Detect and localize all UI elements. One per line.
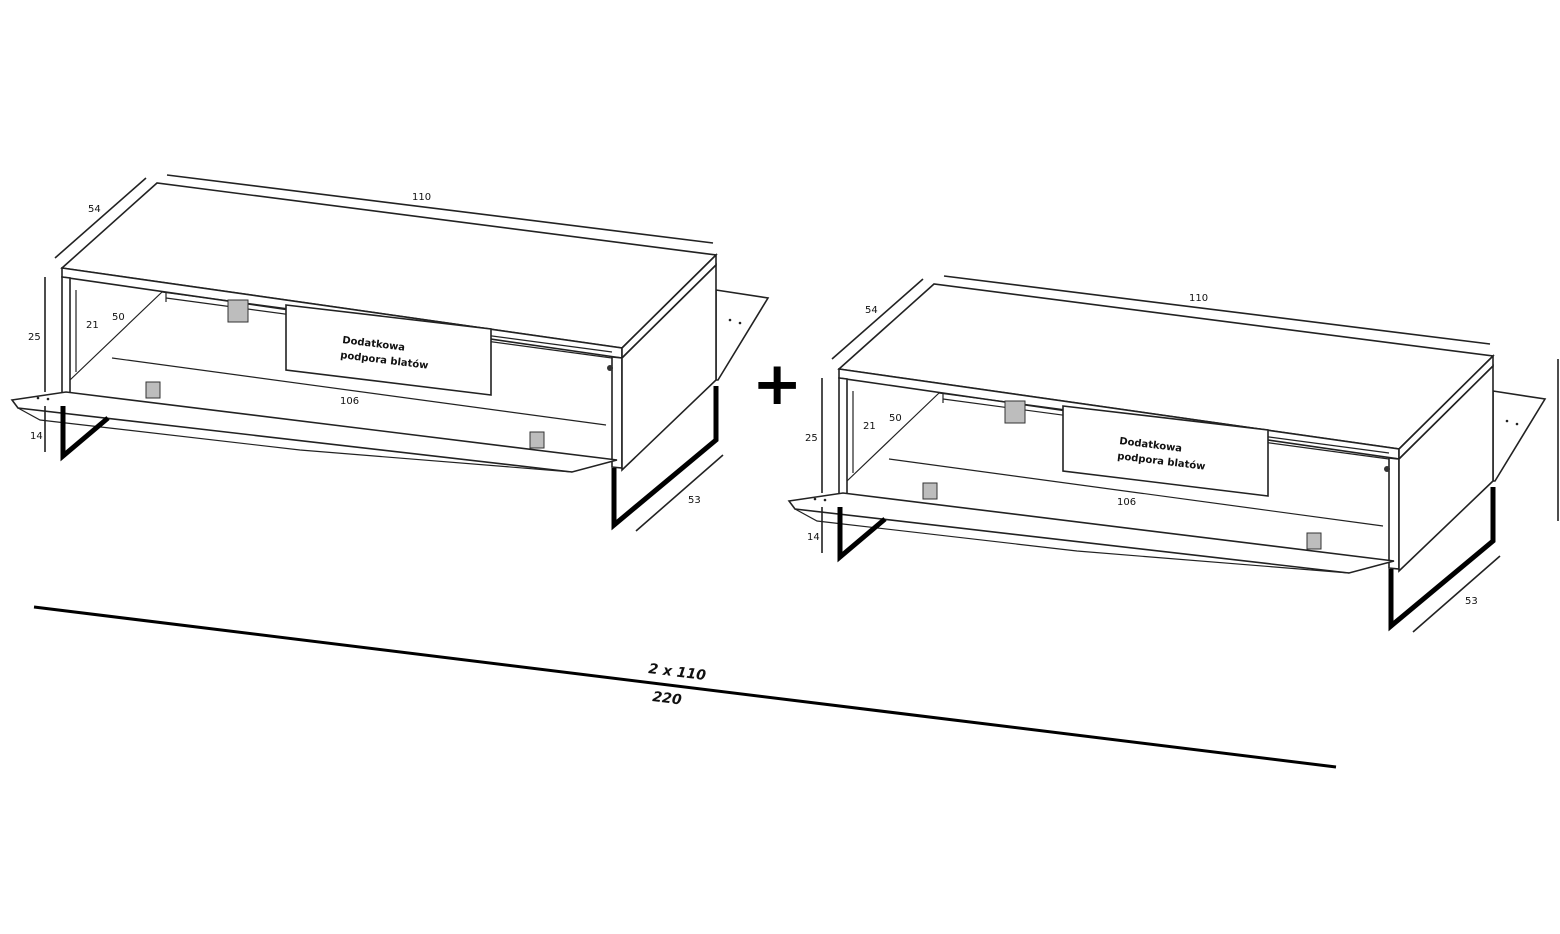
- cabinet-2-flap: [787, 492, 1395, 574]
- cabinet-2-leg-height-label: 14: [807, 532, 820, 543]
- total-width-dim-line: [33, 605, 1337, 769]
- cabinet-1-inner-height-label: 21: [86, 320, 99, 331]
- cabinet-1-hinge-right: [529, 431, 545, 449]
- cabinet-1-width-dim-line: [166, 174, 714, 244]
- cabinet-1-width-label: 110: [412, 192, 431, 203]
- cabinet-2-inner-height-label: 21: [863, 421, 876, 432]
- cabinet-1-left-panel: [61, 276, 71, 401]
- cabinet-1-hinge-top: [227, 299, 249, 323]
- cabinet-1-leg-depth-label: 53: [688, 495, 701, 506]
- cabinet-2-depth-label: 54: [865, 305, 878, 316]
- cabinet-2: Dodatkowa podpora blatów 110 54 25 21 50…: [787, 275, 1559, 633]
- cabinet-1-inner-depth-label: 50: [112, 312, 125, 323]
- cabinet-2-inner-depth-label: 50: [889, 413, 902, 424]
- cabinet-1-hinge-left: [145, 381, 161, 399]
- cabinet-2-side-panel: [1398, 364, 1494, 573]
- cabinet-2-left-panel: [838, 377, 848, 502]
- cabinet-1-leg-left: [60, 406, 110, 462]
- cabinet-1-flap: [10, 391, 618, 473]
- cabinet-2-depth-dim-line: [831, 278, 924, 360]
- cabinet-2-leg-right: [1388, 487, 1496, 632]
- cabinet-2-height-label: 25: [805, 433, 818, 444]
- cabinet-2-leg-depth-dim-line: [1412, 555, 1501, 633]
- cabinet-1: Dodatkowa podpora blatów 110 54 25 21 50…: [10, 174, 770, 532]
- cabinet-2-right-panel: [1492, 390, 1547, 482]
- cabinet-2-width-dim-line: [943, 275, 1491, 345]
- cabinet-1-leg-height-label: 14: [30, 431, 43, 442]
- total-label-multiplier: 2 x 110: [648, 661, 708, 684]
- total-label-sum: 220: [652, 689, 683, 708]
- cabinet-1-depth-label: 54: [88, 204, 101, 215]
- cabinet-2-hinge-left: [922, 482, 938, 500]
- cabinet-2-width-label: 110: [1189, 293, 1208, 304]
- cabinet-1-inner-width-label: 106: [340, 396, 359, 407]
- cabinet-2-leg-left: [837, 507, 887, 563]
- plus-sign: +: [752, 349, 802, 419]
- cabinet-2-hinge-top: [1004, 400, 1026, 424]
- cabinet-2-right-end-panel: [1388, 457, 1400, 570]
- cabinet-1-right-end-panel: [611, 356, 623, 469]
- cabinet-2-leg-depth-label: 53: [1465, 596, 1478, 607]
- cabinet-1-leg-right: [611, 386, 719, 531]
- cabinet-1-height-label: 25: [28, 332, 41, 343]
- cabinet-2-support-panel: [1062, 405, 1269, 497]
- cabinet-1-leg-depth-dim-line: [635, 454, 724, 532]
- cabinet-1-support-panel: [285, 304, 492, 396]
- cabinet-1-side-panel: [621, 263, 717, 472]
- cabinet-1-depth-dim-line: [54, 177, 147, 259]
- cabinet-2-inner-width-label: 106: [1117, 497, 1136, 508]
- cabinet-2-hinge-right: [1306, 532, 1322, 550]
